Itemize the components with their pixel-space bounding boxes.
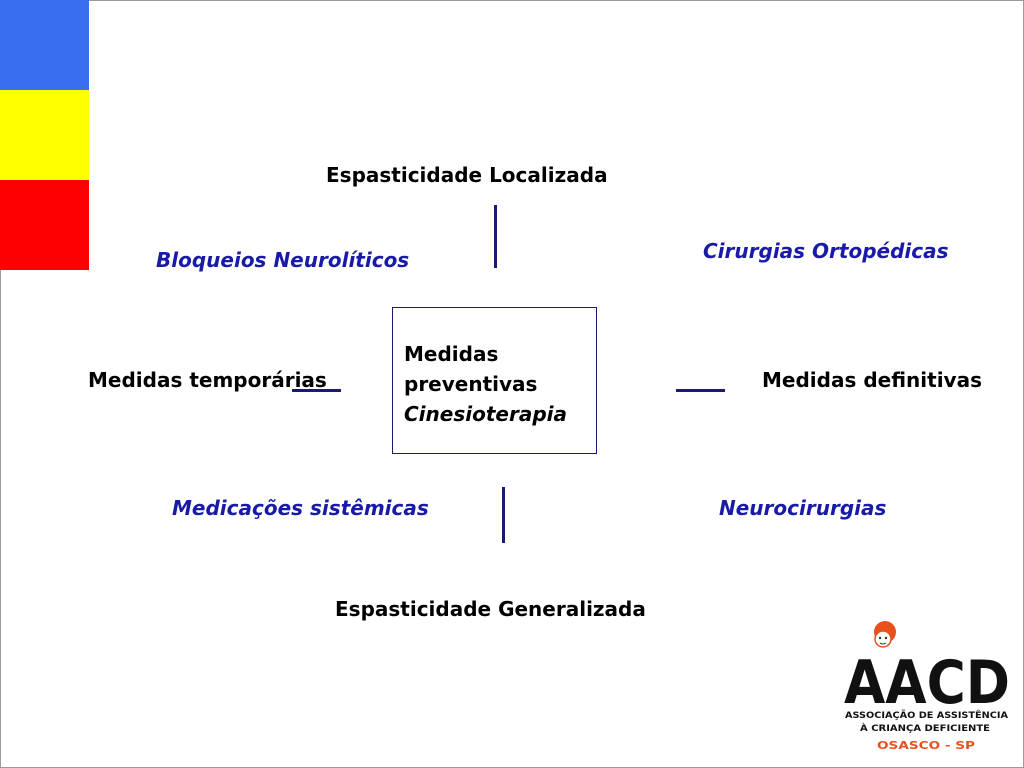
top-connector xyxy=(494,205,497,268)
logo-line-2: À CRIANÇA DEFICIENTE xyxy=(860,722,990,734)
center-line-1: Medidas xyxy=(404,342,499,366)
top-left-line-1: Bloqueios xyxy=(156,248,267,272)
center-line-2: preventivas xyxy=(404,372,538,396)
bottom-right-label: Neurocirurgias xyxy=(719,496,887,520)
left-connector xyxy=(292,389,341,392)
red-bar xyxy=(0,180,89,270)
top-right-label: Cirurgias Ortopédicas xyxy=(703,236,949,266)
right-connector xyxy=(676,389,725,392)
bottom-left-label: Medicações sistêmicas xyxy=(172,493,429,523)
bottom-label: Espasticidade Generalizada xyxy=(335,597,646,621)
right-label-line-1: Medidas xyxy=(762,368,857,392)
blue-bar xyxy=(0,0,89,90)
yellow-bar xyxy=(0,90,89,180)
bottom-left-line-1: Medicações xyxy=(172,496,304,520)
center-line-3: Cinesioterapia xyxy=(404,402,567,426)
top-right-line-2: Ortopédicas xyxy=(812,239,949,263)
logo-wordmark: AACD xyxy=(844,648,1010,718)
center-box: Medidas preventivas Cinesioterapia xyxy=(392,307,597,454)
top-right-line-1: Cirurgias xyxy=(703,239,806,263)
left-label-line-1: Medidas xyxy=(88,368,183,392)
right-label: Medidas definitivas xyxy=(762,365,982,395)
top-left-label: Bloqueios Neurolíticos xyxy=(156,245,409,275)
child-head-icon xyxy=(874,621,896,648)
top-left-line-2: Neurolíticos xyxy=(273,248,410,272)
logo-line-1: ASSOCIAÇÃO DE ASSISTÊNCIA xyxy=(845,709,1008,721)
bottom-connector xyxy=(502,487,505,543)
aacd-logo: AACD ASSOCIAÇÃO DE ASSISTÊNCIA À CRIANÇA… xyxy=(844,621,1010,752)
right-label-line-2: definitivas xyxy=(863,368,982,392)
center-text: Medidas preventivas Cinesioterapia xyxy=(404,339,596,429)
left-label-line-2: temporárias xyxy=(189,368,327,392)
logo-location: OSASCO - SP xyxy=(877,739,975,752)
bottom-left-line-2: sistêmicas xyxy=(310,496,429,520)
top-label: Espasticidade Localizada xyxy=(326,163,608,187)
left-label: Medidas temporárias xyxy=(88,365,327,395)
